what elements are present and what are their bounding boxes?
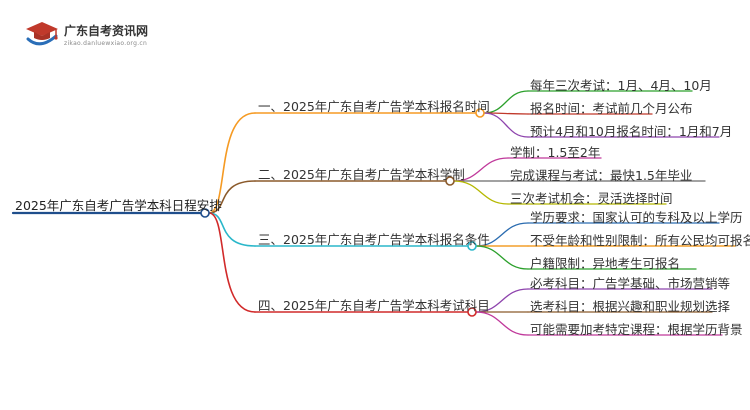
branch-connector xyxy=(208,212,256,247)
leaf-connector xyxy=(475,245,529,270)
leaf-label: 预计4月和10月报名时间：1月和7月 xyxy=(530,124,733,139)
branch-connector xyxy=(208,212,256,313)
root-node-dot xyxy=(200,208,210,218)
branch-node-dot xyxy=(467,307,477,317)
branch-node-dot xyxy=(475,108,485,118)
leaf-label: 不受年龄和性别限制：所有公民均可报名 xyxy=(530,233,750,248)
branch-connector xyxy=(208,112,256,214)
branch-connector xyxy=(208,180,256,214)
leaf-label: 选考科目：根据兴趣和职业规划选择 xyxy=(530,299,731,314)
leaf-label: 可能需要加考特定课程：根据学历背景 xyxy=(530,322,743,337)
leaf-label: 户籍限制：异地考生可报名 xyxy=(530,256,681,271)
leaf-label: 完成课程与考试：最快1.5年毕业 xyxy=(510,168,693,183)
leaf-connector xyxy=(483,90,529,114)
graduation-cap-icon xyxy=(26,22,58,46)
leaf-connector xyxy=(453,157,509,182)
leaf-label: 每年三次考试：1月、4月、10月 xyxy=(530,78,712,93)
site-logo xyxy=(22,18,62,50)
branch-label-study-duration: 二、2025年广东自考广告学本科学制 xyxy=(258,167,465,182)
branch-node-dot xyxy=(467,241,477,251)
branch-label-requirements: 三、2025年广东自考广告学本科报名条件 xyxy=(258,232,490,247)
branch-label-exam-subjects: 四、2025年广东自考广告学本科考试科目 xyxy=(258,298,490,313)
leaf-label: 三次考试机会：灵活选择时间 xyxy=(510,191,673,206)
leaf-connector xyxy=(483,112,529,138)
leaf-label: 必考科目：广告学基础、市场营销等 xyxy=(530,276,731,291)
leaf-connector xyxy=(475,222,529,247)
root-node-label: 2025年广东自考广告学本科日程安排 xyxy=(15,198,222,213)
leaf-connector xyxy=(475,311,529,336)
leaf-label: 学制：1.5至2年 xyxy=(510,145,601,160)
site-domain: zikao.danluewxiao.org.cn xyxy=(64,40,148,47)
leaf-connector xyxy=(475,288,529,313)
leaf-label: 学历要求：国家认可的专科及以上学历 xyxy=(530,210,743,225)
branch-node-dot xyxy=(445,176,455,186)
leaf-connector xyxy=(453,180,509,205)
site-name: 广东自考资讯网 xyxy=(64,24,149,38)
leaf-label: 报名时间：考试前几个月公布 xyxy=(530,101,693,116)
branch-label-registration-time: 一、2025年广东自考广告学本科报名时间 xyxy=(258,99,490,114)
